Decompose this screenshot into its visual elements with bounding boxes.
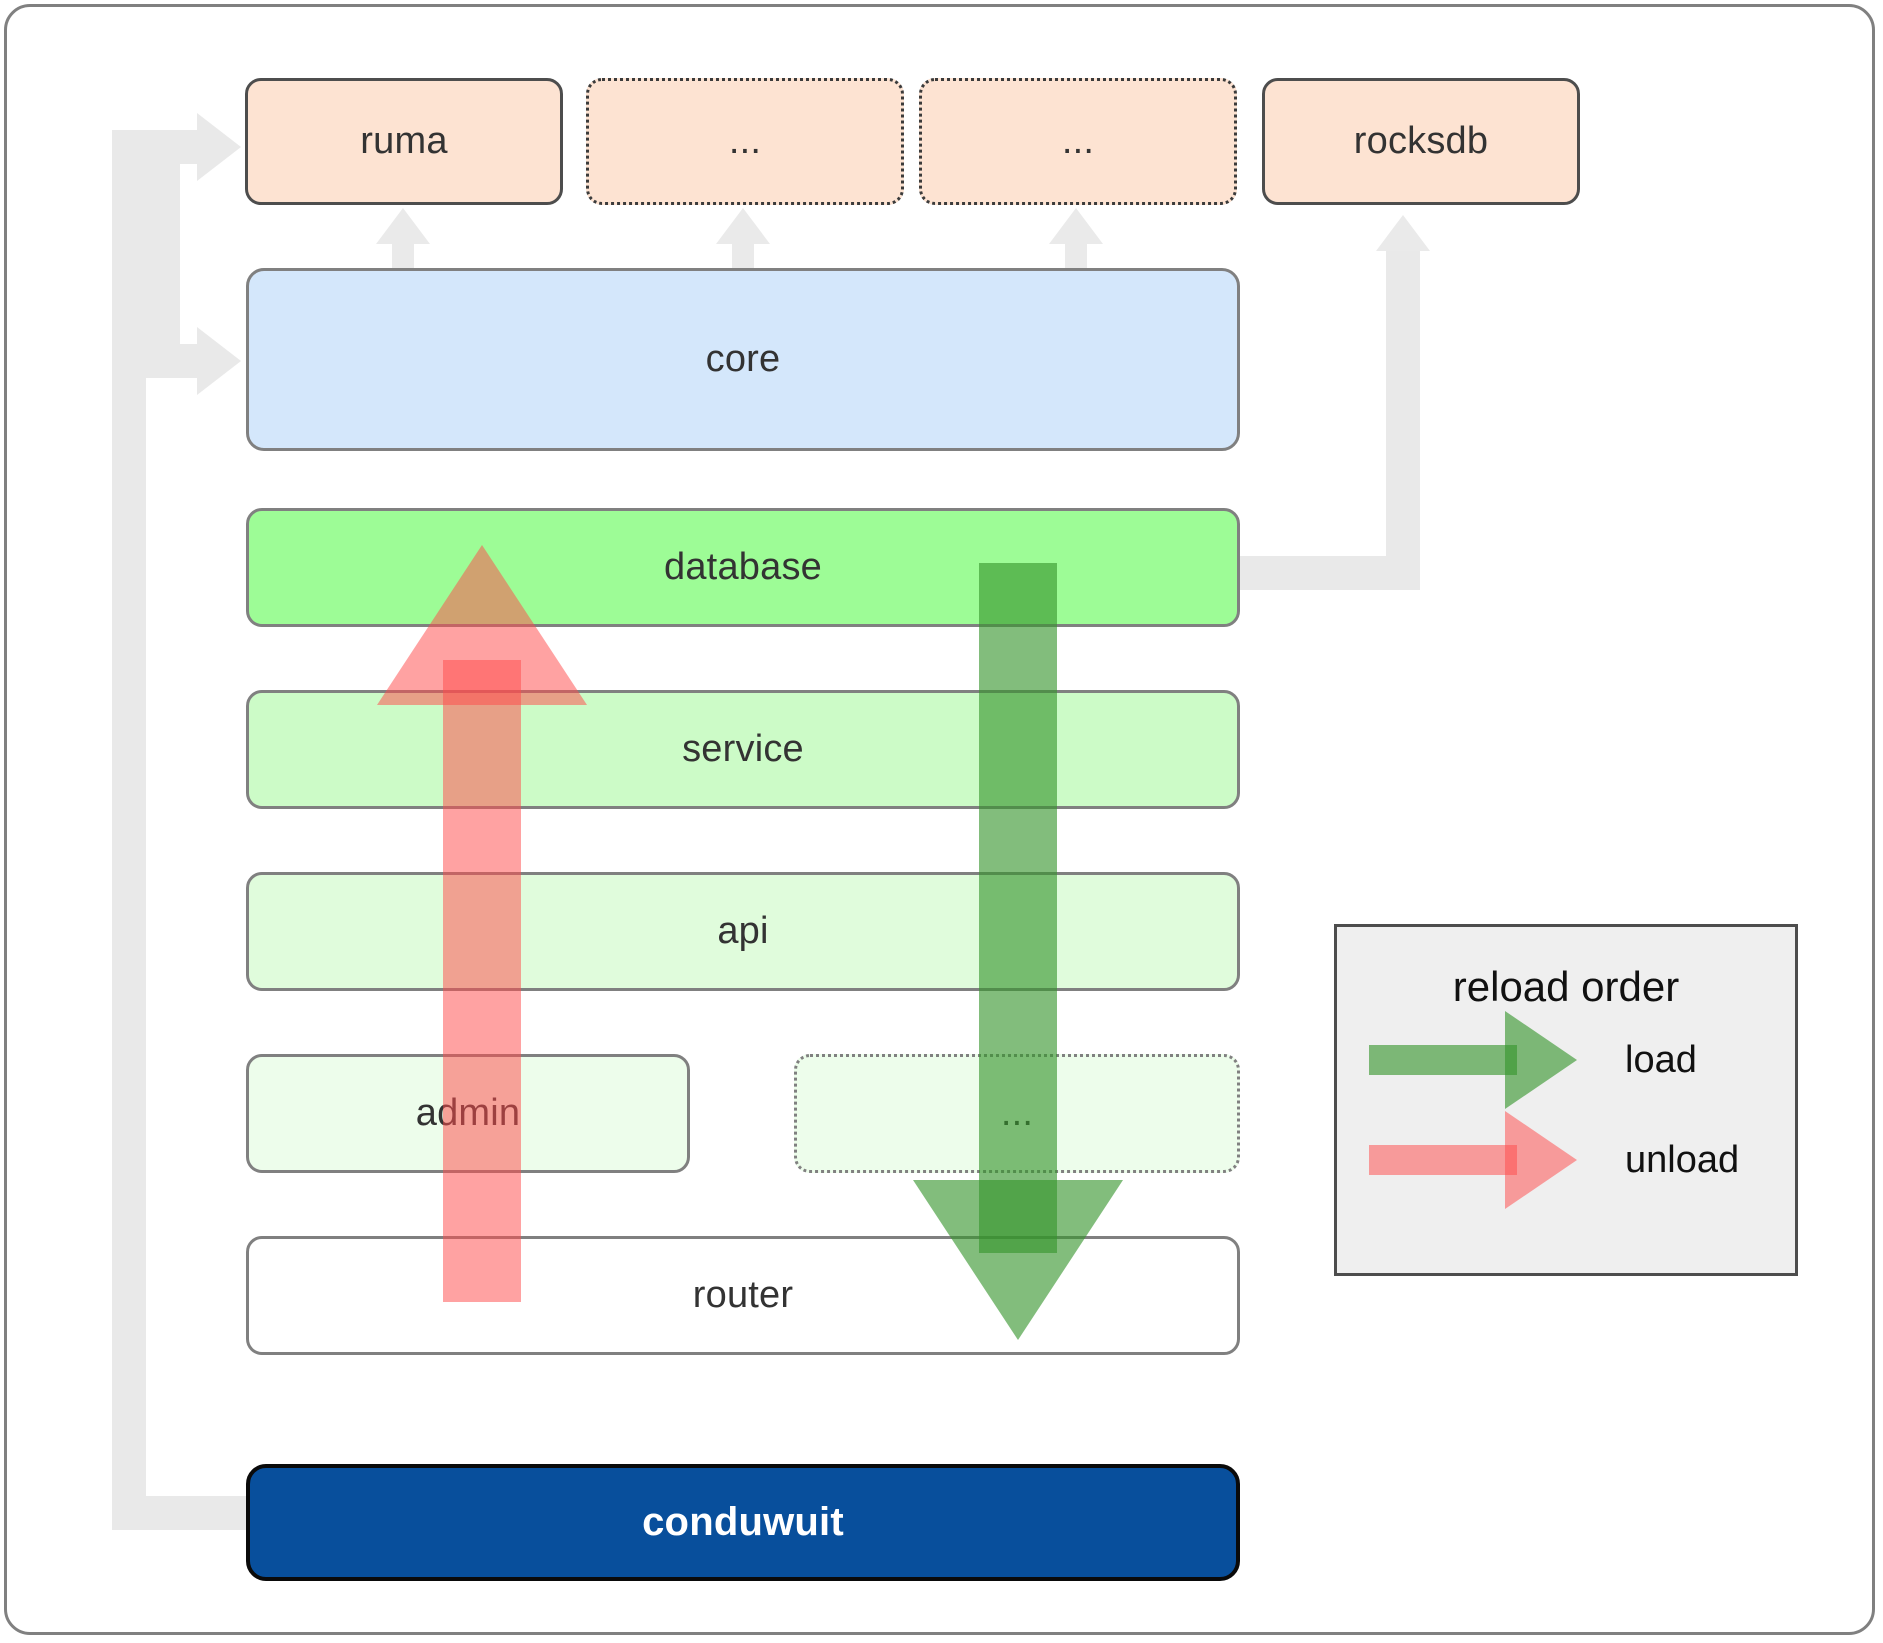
layer-box-database[interactable]: database <box>246 508 1240 627</box>
diagram-frame <box>4 4 1875 1635</box>
connector-core-to-ruma-arrowhead <box>376 208 430 244</box>
connector-rocksdb-arrowhead <box>1376 215 1430 251</box>
connector-binary-horizontal <box>112 1496 252 1530</box>
layer-label-service: service <box>682 728 804 770</box>
legend-load-arrow-head <box>1505 1011 1577 1109</box>
legend-load-arrow-shaft <box>1369 1045 1517 1075</box>
binary-label-conduwuit: conduwuit <box>642 1500 844 1544</box>
connector-rocksdb-vertical <box>1386 250 1420 590</box>
layer-label-router: router <box>692 1274 794 1316</box>
legend-panel: reload order load unload <box>1334 924 1798 1276</box>
layer-box-placeholder[interactable]: ... <box>794 1054 1240 1173</box>
connector-ruma-horizontal <box>112 130 202 164</box>
dependency-box-placeholder-2[interactable]: ... <box>919 78 1237 205</box>
binary-box-conduwuit[interactable]: conduwuit <box>246 1464 1240 1581</box>
connector-core-to-dep2-arrowhead <box>716 208 770 244</box>
legend-title: reload order <box>1452 963 1680 1010</box>
legend-unload-label: unload <box>1625 1139 1740 1181</box>
legend-unload-arrow-shaft <box>1369 1145 1517 1175</box>
layer-label-placeholder: ... <box>1000 1092 1034 1134</box>
core-box[interactable]: core <box>246 268 1240 451</box>
connector-core-horizontal <box>146 344 202 378</box>
dependency-box-ruma[interactable]: ruma <box>245 78 563 205</box>
legend-load-label: load <box>1625 1039 1697 1081</box>
layer-box-router[interactable]: router <box>246 1236 1240 1355</box>
layer-box-admin[interactable]: admin <box>246 1054 690 1173</box>
layer-label-database: database <box>664 546 822 588</box>
layer-box-api[interactable]: api <box>246 872 1240 991</box>
connector-ruma-arrowhead <box>197 113 241 181</box>
dependency-label-rocksdb: rocksdb <box>1353 120 1489 162</box>
connector-left-spine <box>112 130 146 1530</box>
connector-core-to-dep3-arrowhead <box>1049 208 1103 244</box>
connector-core-vertical <box>146 164 180 344</box>
dependency-label-placeholder-1: ... <box>728 120 762 162</box>
dependency-box-rocksdb[interactable]: rocksdb <box>1262 78 1580 205</box>
layer-label-api: api <box>717 910 769 952</box>
core-label: core <box>705 338 781 380</box>
legend-unload-arrow-head <box>1505 1111 1577 1209</box>
dependency-label-placeholder-2: ... <box>1061 120 1095 162</box>
connector-core-arrowhead <box>197 327 241 395</box>
dependency-box-placeholder-1[interactable]: ... <box>586 78 904 205</box>
dependency-label-ruma: ruma <box>360 120 448 162</box>
layer-box-service[interactable]: service <box>246 690 1240 809</box>
layer-label-admin: admin <box>415 1092 521 1134</box>
